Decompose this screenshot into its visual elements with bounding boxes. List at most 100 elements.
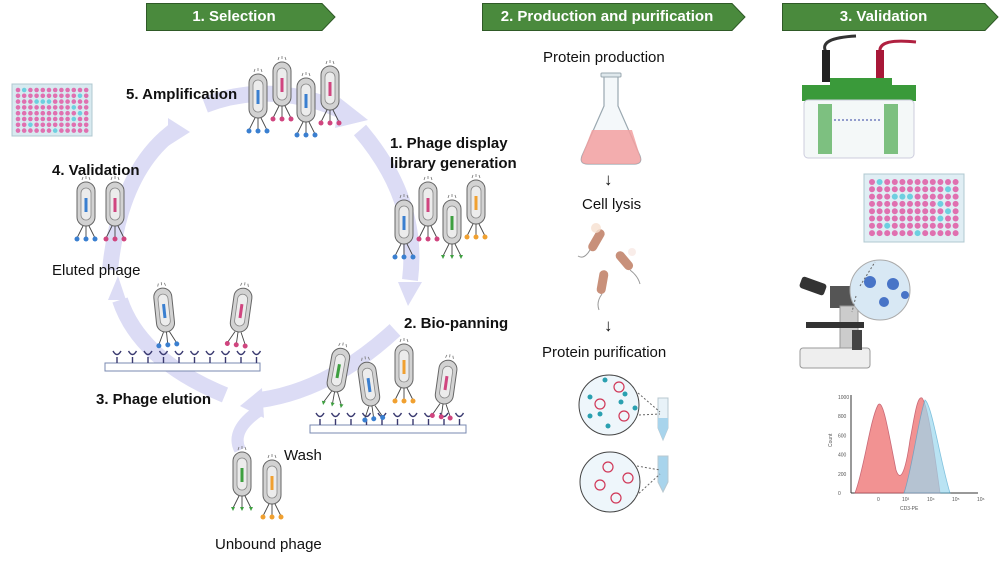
well [891,193,898,200]
well [891,179,898,185]
well [83,105,89,110]
step-1-label-line2: library generation [390,155,517,172]
well [952,179,959,185]
receptor [189,350,200,363]
well [914,230,921,237]
receptor [392,412,403,425]
well [40,122,46,128]
well [71,122,77,128]
well [34,99,39,104]
well [914,208,921,215]
well [884,208,891,215]
well [952,230,959,237]
well [869,186,875,193]
well [59,128,64,133]
x-tick-label: 0 [877,497,880,503]
well-plate-icon [11,83,93,137]
well [876,222,883,229]
receptor [174,350,184,363]
well [83,93,89,99]
receptor [112,350,122,363]
well [937,230,944,237]
well [40,105,46,110]
well [77,110,83,116]
well [937,215,944,222]
well [21,122,27,128]
histogram-blue-series [903,399,951,494]
well [876,215,883,222]
well [65,105,70,110]
well [891,200,898,207]
x-tick-label: 10⁵ [952,497,960,503]
histogram-xlabel: CD3-PE [900,506,919,512]
well [59,99,64,104]
well [40,110,46,116]
well [945,230,951,237]
well [28,122,33,128]
well [83,116,89,122]
well [28,87,33,93]
well [952,186,959,193]
well [891,222,898,229]
protein-production-label: Protein production [543,49,665,66]
receptor [158,350,169,363]
well [21,93,27,99]
well [869,193,875,200]
well [52,122,58,128]
well [891,230,898,237]
well [922,230,929,237]
well [929,208,936,215]
well [65,128,70,133]
well [83,128,89,133]
x-tick-label: 10⁴ [927,497,935,503]
well [65,116,70,122]
well [83,87,89,93]
well [869,208,875,215]
well [891,186,898,193]
well [891,208,898,215]
well [28,99,33,104]
well [914,200,921,207]
banner-label: 3. Validation [839,8,928,25]
histogram-ylabel: Count [828,433,834,447]
well [876,193,883,200]
banner-selection: 1. Selection [146,3,336,31]
well [876,186,883,193]
well [884,200,891,207]
well [59,87,64,93]
well [77,99,83,104]
flask-icon [580,72,642,165]
receptor [454,412,465,425]
well [52,110,58,116]
well [40,99,46,104]
well [884,193,891,200]
step-1-label-line1: 1. Phage display [390,135,508,152]
well [876,230,883,237]
well [46,93,52,99]
well [952,215,959,222]
banner-label: 2. Production and purification [500,8,714,25]
receptor [330,412,341,425]
well [34,116,39,122]
receptor [408,412,418,425]
well [65,110,70,116]
well [945,186,951,193]
well [937,200,944,207]
well [34,105,39,110]
well [77,128,83,133]
well [34,128,39,133]
well [15,122,21,128]
well [15,87,21,93]
well [15,128,21,133]
receptor [236,350,246,363]
well [937,193,944,200]
well [937,179,944,185]
well [907,215,913,222]
well [899,193,906,200]
well [907,193,913,200]
well [71,105,77,110]
well [21,99,27,104]
well [15,110,21,116]
well [59,122,64,128]
well [945,179,951,185]
